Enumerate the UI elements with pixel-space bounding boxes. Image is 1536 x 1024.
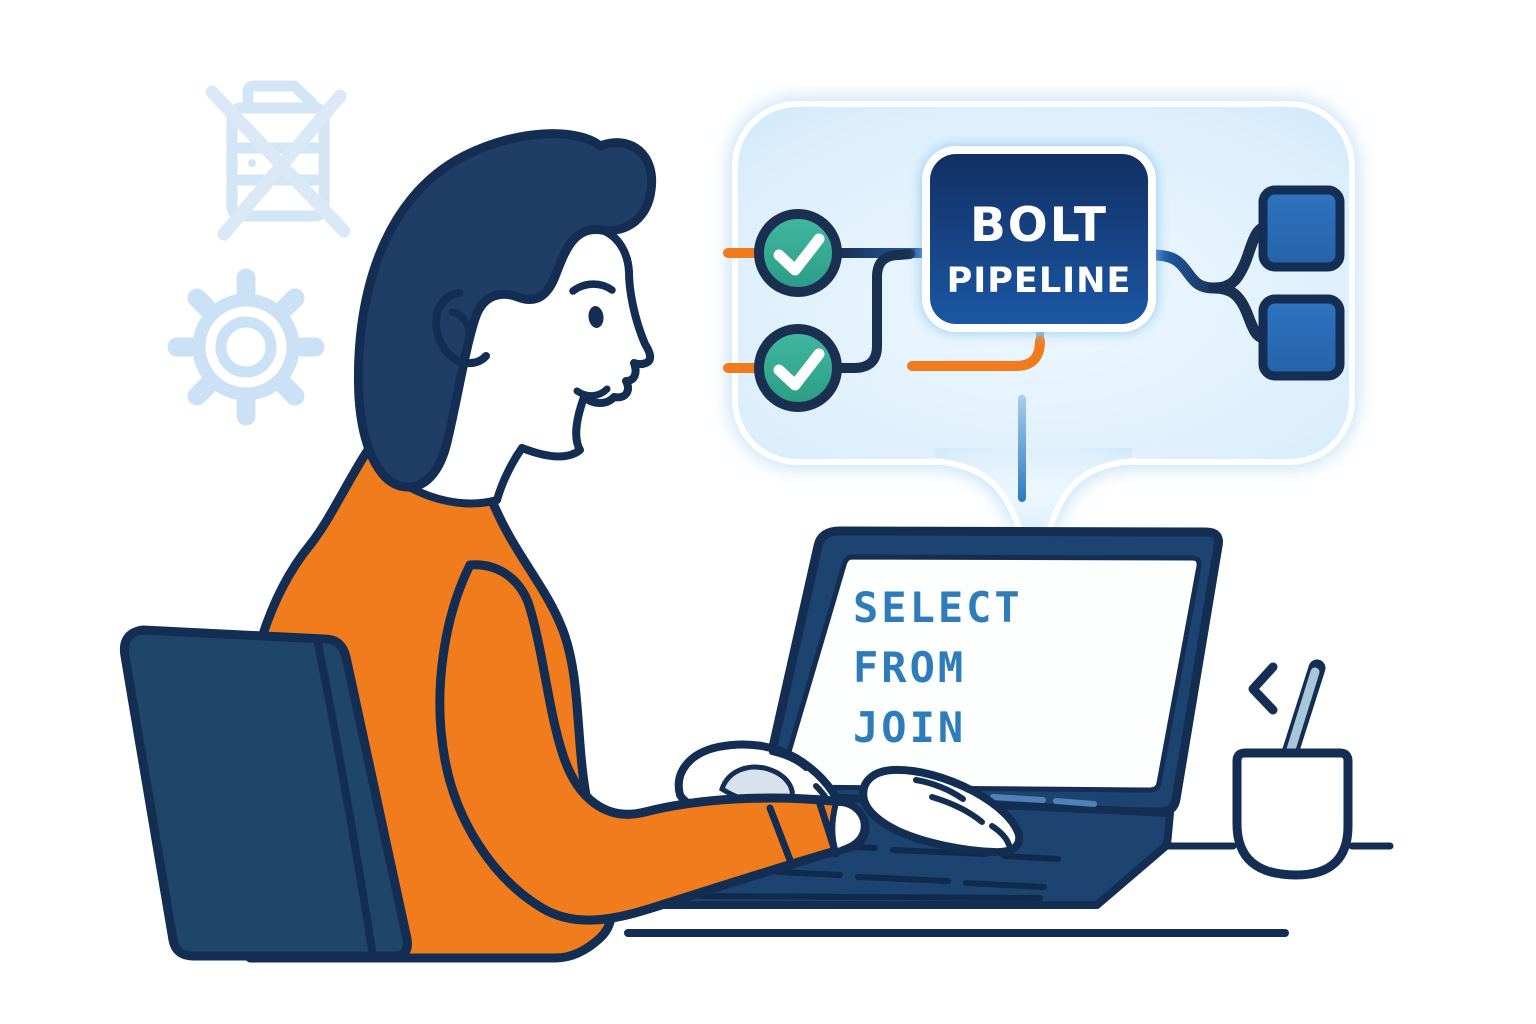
flow-branch-lower [1208, 282, 1271, 344]
node-square-bottom [1258, 294, 1345, 381]
thought-bubble: BOLT PIPELINE [723, 101, 1355, 531]
eyebrow [569, 280, 616, 295]
check-icon [754, 209, 842, 297]
chair-seam [314, 640, 376, 954]
gear-teeth [167, 268, 325, 426]
pipeline-box-title-line1: BOLT [970, 198, 1108, 253]
server-sheet [242, 80, 318, 112]
hand-near-finger-line [929, 794, 985, 825]
pipeline-diagram: BOLT PIPELINE [723, 146, 1345, 502]
code-line: JOIN [853, 703, 966, 752]
pen-mug [1232, 659, 1353, 880]
check-icon [754, 324, 842, 412]
mug [1232, 748, 1353, 880]
ear-inner-line [448, 308, 473, 342]
pipeline-box-body [930, 154, 1148, 324]
pipeline-box: BOLT PIPELINE [922, 146, 1156, 332]
keyboard-keys-light [990, 794, 1097, 807]
cuff-seam-1 [766, 804, 794, 864]
code-bracket-icon [1248, 662, 1278, 715]
hand-near-finger-line [989, 823, 1012, 848]
person-arm [435, 560, 870, 925]
code-line: FROM [853, 643, 966, 692]
cross-out-x-icon [205, 85, 351, 241]
bubble-pointer [935, 448, 1132, 527]
person-hair [353, 129, 657, 492]
node-square-top [1258, 185, 1345, 272]
gear-icon [167, 268, 325, 426]
gear-hole [215, 316, 277, 378]
hand-near [859, 765, 1024, 857]
flow-line-box-to-split [1146, 249, 1220, 294]
laptop-screen-code: SELECT FROM JOIN [853, 583, 1023, 752]
server-crossed-icon [205, 80, 351, 241]
hand-near-shape [859, 765, 1024, 857]
chair-backrest [119, 625, 412, 961]
code-line: SELECT [853, 583, 1023, 632]
person-head [353, 129, 657, 508]
chair [119, 625, 412, 961]
flow-line-orange-return [907, 336, 1045, 371]
server-led-1 [248, 159, 256, 167]
flow-line-check2-to-box [833, 249, 915, 373]
ear [432, 289, 490, 368]
bubble-pointer-edge-left [930, 458, 1022, 531]
mouth [573, 385, 611, 400]
eye [588, 306, 604, 328]
pipeline-box-title-line2: PIPELINE [947, 261, 1132, 301]
server-body [226, 102, 330, 222]
hand-near-finger-line [913, 777, 966, 802]
hand-far-finger-line [769, 749, 809, 771]
bubble-pointer-edge-right [1047, 458, 1137, 531]
wrist [829, 799, 867, 856]
laptop-screen [778, 554, 1202, 793]
